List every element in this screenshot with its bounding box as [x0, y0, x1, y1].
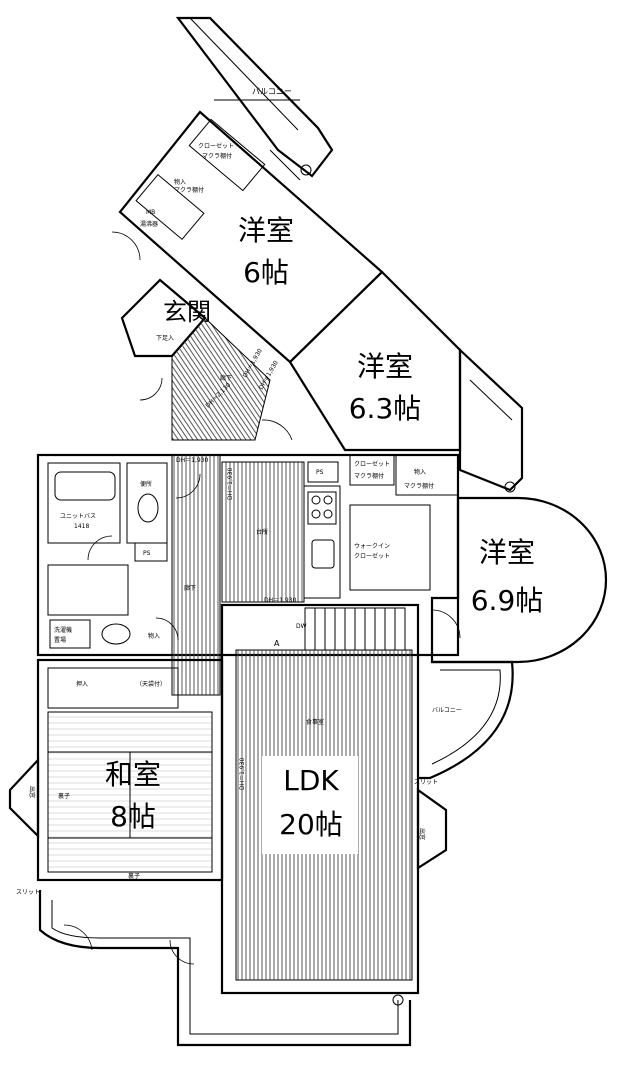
- label-demado-right: 出窓: [418, 828, 426, 840]
- label-dh-4: DH＝1,930: [239, 758, 246, 790]
- label-balcony-top: バルコニー: [252, 87, 292, 96]
- label-makura-mid: マクラ棚付: [354, 472, 384, 480]
- entrance-area: [120, 278, 271, 441]
- label-tenbukuro: （天袋付）: [136, 680, 166, 688]
- svg-text:6.9帖: 6.9帖: [471, 584, 544, 617]
- room-label-entrance: 玄関: [163, 298, 211, 326]
- label-unit-bath-size: 1418: [74, 523, 89, 530]
- svg-text:和室: 和室: [105, 758, 161, 791]
- japanese-room: [8, 658, 224, 882]
- label-dining: 食事室: [306, 718, 324, 726]
- svg-text:洋室: 洋室: [238, 214, 294, 247]
- label-mark-a: A: [274, 639, 280, 648]
- room-label-ldk: LDK 20帖: [279, 764, 343, 841]
- svg-text:洋室: 洋室: [479, 536, 535, 569]
- label-walkin-2: クローゼット: [354, 552, 390, 560]
- label-oshiire: 押入: [76, 680, 88, 688]
- western-room-3: [430, 496, 608, 664]
- label-dw: DW: [296, 623, 307, 630]
- room-label-western-2: 洋室 6.3帖: [349, 350, 422, 425]
- door-swings: [63, 231, 461, 965]
- label-washer-2: 置場: [54, 636, 66, 644]
- label-ps-2: PS: [143, 550, 151, 557]
- room-label-western-1: 洋室 6帖: [238, 214, 294, 289]
- label-ura-2: 裏子: [128, 872, 140, 880]
- label-washer: 洗濯機: [54, 626, 72, 634]
- label-dh-2: DH＝1,930: [264, 597, 296, 604]
- label-storage-mid: 物入: [414, 468, 426, 476]
- label-storage-top: 物入: [174, 178, 186, 186]
- label-storage-wash: 物入: [148, 632, 160, 640]
- label-closet-mid: クローゼット: [354, 460, 390, 468]
- svg-text:8帖: 8帖: [110, 800, 156, 833]
- label-slit-right: スリット: [414, 779, 438, 786]
- label-walkin: ウォークイン: [354, 542, 390, 550]
- svg-text:洋室: 洋室: [357, 350, 413, 383]
- label-mb: MB: [146, 209, 155, 216]
- label-makura-top: マクラ棚付: [202, 152, 232, 160]
- svg-text:20帖: 20帖: [279, 808, 343, 841]
- label-hall-mid: 廊下: [184, 584, 196, 592]
- label-kitchen: 台所: [256, 528, 268, 536]
- label-demado-left: 出窓: [28, 786, 36, 798]
- balcony-bottom: [38, 164, 516, 1047]
- label-dh-3: DH＝1,930: [227, 468, 234, 500]
- svg-text:6.3帖: 6.3帖: [349, 392, 422, 425]
- balcony-right-lower: [418, 660, 514, 780]
- balcony-top: [175, 16, 334, 178]
- label-hall-top: 廊下: [220, 374, 232, 382]
- stairs: [304, 607, 406, 651]
- label-slit-left: スリット: [16, 889, 40, 896]
- svg-text:6帖: 6帖: [243, 256, 289, 289]
- label-makura-top2: マクラ棚付: [174, 186, 204, 194]
- label-ura-1: 裏子: [58, 792, 70, 800]
- label-balcony-right: バルコニー: [432, 707, 462, 714]
- closet-upper: [135, 118, 266, 241]
- room-label-japanese: 和室 8帖: [105, 758, 161, 833]
- label-unit-bath: ユニットバス: [60, 513, 96, 520]
- label-makura-mid2: マクラ棚付: [404, 482, 434, 490]
- label-shoe-box: 下足入: [156, 335, 174, 342]
- balcony-right-upper: [458, 347, 524, 492]
- label-dh-1: DH＝1,930: [176, 457, 208, 464]
- ldk-room: [220, 603, 448, 995]
- room-label-western-3: 洋室 6.9帖: [471, 536, 544, 617]
- label-water-heater: 湯沸器: [140, 220, 158, 228]
- western-room-2: [288, 270, 462, 452]
- svg-text:LDK: LDK: [283, 764, 339, 797]
- label-ps-1: PS: [316, 469, 324, 476]
- label-toilet: 便所: [140, 480, 152, 488]
- label-closet-top: クローゼット: [198, 142, 234, 150]
